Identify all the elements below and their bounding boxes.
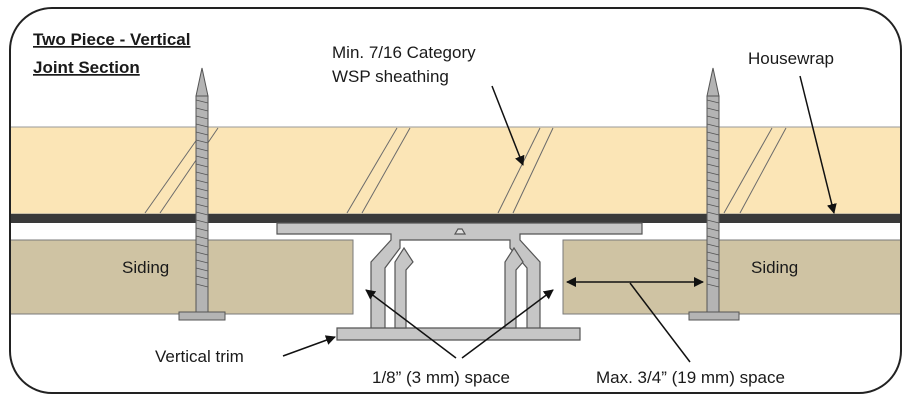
- sheathing-label-line-2: WSP sheathing: [332, 67, 449, 86]
- vertical-trim-bottom-piece: [336, 246, 581, 341]
- nail-right-threads: [706, 99, 720, 288]
- sheathing-label-line-1: Min. 7/16 Category: [332, 43, 476, 62]
- housewrap-leader: [799, 75, 837, 214]
- siding-left-board: [10, 239, 354, 315]
- diagram-frame: [9, 7, 902, 394]
- gap-small-leader-right: [461, 289, 554, 359]
- trim-leader: [282, 335, 336, 357]
- gap-small-leader-left: [365, 289, 457, 359]
- vertical-trim-label: Vertical trim: [155, 347, 244, 366]
- title-line-2: Joint Section: [33, 58, 140, 77]
- sheathing-grain: [144, 127, 787, 214]
- housewrap-layer: [10, 214, 901, 223]
- nail-left-threads: [195, 99, 209, 288]
- gap-max-leader: [629, 282, 691, 363]
- vertical-trim-top-piece: [276, 222, 643, 331]
- gap-max-label: Max. 3/4” (19 mm) space: [596, 368, 785, 387]
- leader-arrows: [282, 75, 837, 363]
- housewrap-label: Housewrap: [748, 49, 834, 68]
- sheathing-board: [10, 126, 901, 215]
- title-line-1: Two Piece - Vertical: [33, 30, 190, 49]
- sheathing-leader: [491, 85, 525, 166]
- siding-right-board: [562, 239, 901, 315]
- siding-left-label: Siding: [122, 258, 169, 277]
- siding-right-label: Siding: [751, 258, 798, 277]
- gap-small-label: 1/8” (3 mm) space: [372, 368, 510, 387]
